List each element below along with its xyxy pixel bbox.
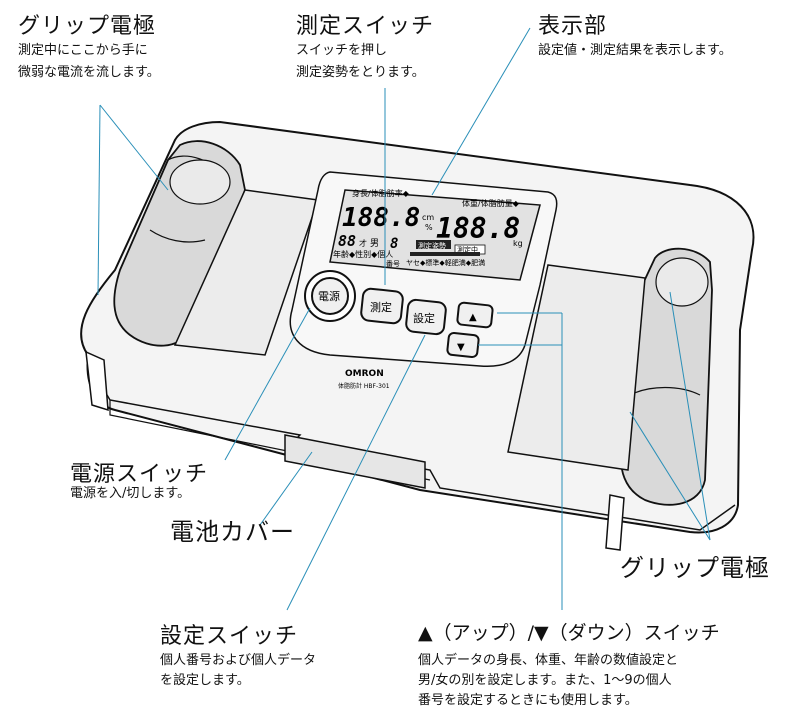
lcd-label-posture: 測定姿勢 [418, 241, 446, 250]
set-switch-title: 設定スイッチ [160, 624, 299, 649]
battery-cover [284, 434, 426, 489]
lcd-segment-bar [410, 252, 480, 256]
power-button[interactable]: 電源 [304, 270, 356, 322]
down-button-label: ▼ [457, 342, 465, 353]
display-desc-1: 設定値・測定結果を表示します。 [538, 43, 732, 58]
lcd-label-weight: 体重/体脂肪量◆ [462, 198, 520, 208]
measure-switch-desc-1: スイッチを押し [296, 43, 388, 58]
leader-grip-right-b [629, 411, 711, 541]
grip-top-desc-2: 微弱な電流を流します。 [18, 65, 160, 80]
power-switch-desc-1: 電源を入/切します。 [70, 486, 191, 501]
updown-switch-desc-1: 個人データの身長、体重、年齢の数値設定と [418, 653, 679, 668]
lcd-age-unit: 才 [359, 238, 367, 248]
right-grip-electrode [620, 247, 713, 506]
grip-right-title: グリップ電極 [620, 554, 770, 582]
up-button[interactable]: ▲ [456, 301, 494, 329]
set-button-label: 設定 [413, 311, 435, 325]
lcd-age-digits: 88 [338, 232, 356, 250]
updown-switch-desc-2: 男/女の別を設定します。また、1～9の個人 [418, 673, 672, 688]
grip-top-title: グリップ電極 [18, 14, 157, 39]
set-button[interactable]: 設定 [405, 298, 447, 336]
updown-switch-desc-3: 番号を設定するときにも使用します。 [418, 693, 638, 708]
measure-button[interactable]: 測定 [360, 287, 404, 325]
leader-power [224, 307, 311, 461]
model-label: 体脂肪計 HBF-301 [338, 382, 390, 390]
set-switch-desc-2: を設定します。 [160, 673, 250, 688]
lcd-display: 身長/体脂肪率◆ 体重/体脂肪量◆ 188.8 cm % 188.8 kg 88… [329, 188, 541, 281]
leader-lines [97, 27, 711, 611]
measure-switch-title: 測定スイッチ [296, 14, 435, 39]
updown-switch-title: ▲（アップ）/▼（ダウン）スイッチ [418, 622, 720, 644]
leader-grip-right-a [669, 291, 711, 541]
lcd-unit-kg: kg [513, 239, 523, 248]
measure-switch-desc-2: 測定姿勢をとります。 [296, 65, 425, 80]
battery-cover-title: 電池カバー [170, 518, 295, 546]
leader-grip-top-b [97, 104, 101, 296]
lcd-label-age-sex: 年齢◆性別◆個人 [333, 249, 393, 259]
lcd-unit-cm: cm [422, 213, 434, 222]
leader-set [286, 334, 426, 611]
lcd-digits-right: 188.8 [436, 212, 520, 245]
power-button-label: 電源 [318, 289, 340, 303]
lcd-label-number: 番号 [386, 260, 400, 268]
power-switch-title: 電源スイッチ [70, 462, 209, 487]
up-button-label: ▲ [469, 312, 477, 323]
set-switch-desc-1: 個人番号および個人データ [160, 653, 317, 668]
right-recess [507, 264, 646, 471]
lcd-person-no: 8 [390, 236, 398, 252]
lcd-posture-box [416, 240, 451, 249]
lcd-label-height: 身長/体脂肪率◆ [352, 188, 410, 198]
left-recess [173, 189, 320, 356]
brand-logo: OMRON [345, 369, 384, 379]
lcd-digits-left: 188.8 [342, 203, 420, 233]
measure-button-label: 測定 [370, 300, 392, 314]
lcd-sex: 男 [370, 238, 379, 249]
display-title: 表示部 [538, 14, 608, 39]
lcd-unit-pct: % [425, 223, 433, 232]
grip-top-desc-1: 測定中にここから手に [18, 43, 148, 58]
leader-grip-top-a [99, 104, 169, 191]
right-foot [605, 494, 625, 551]
lcd-label-measuring: 測定中 [457, 245, 478, 254]
left-grip-electrode [113, 140, 246, 347]
leader-display [431, 27, 531, 196]
lcd-label-scale: ヤセ◆標準◆軽肥満◆肥満 [406, 258, 485, 267]
left-foot [85, 350, 109, 412]
leader-battery [259, 451, 313, 526]
down-button[interactable]: ▼ [446, 331, 480, 359]
